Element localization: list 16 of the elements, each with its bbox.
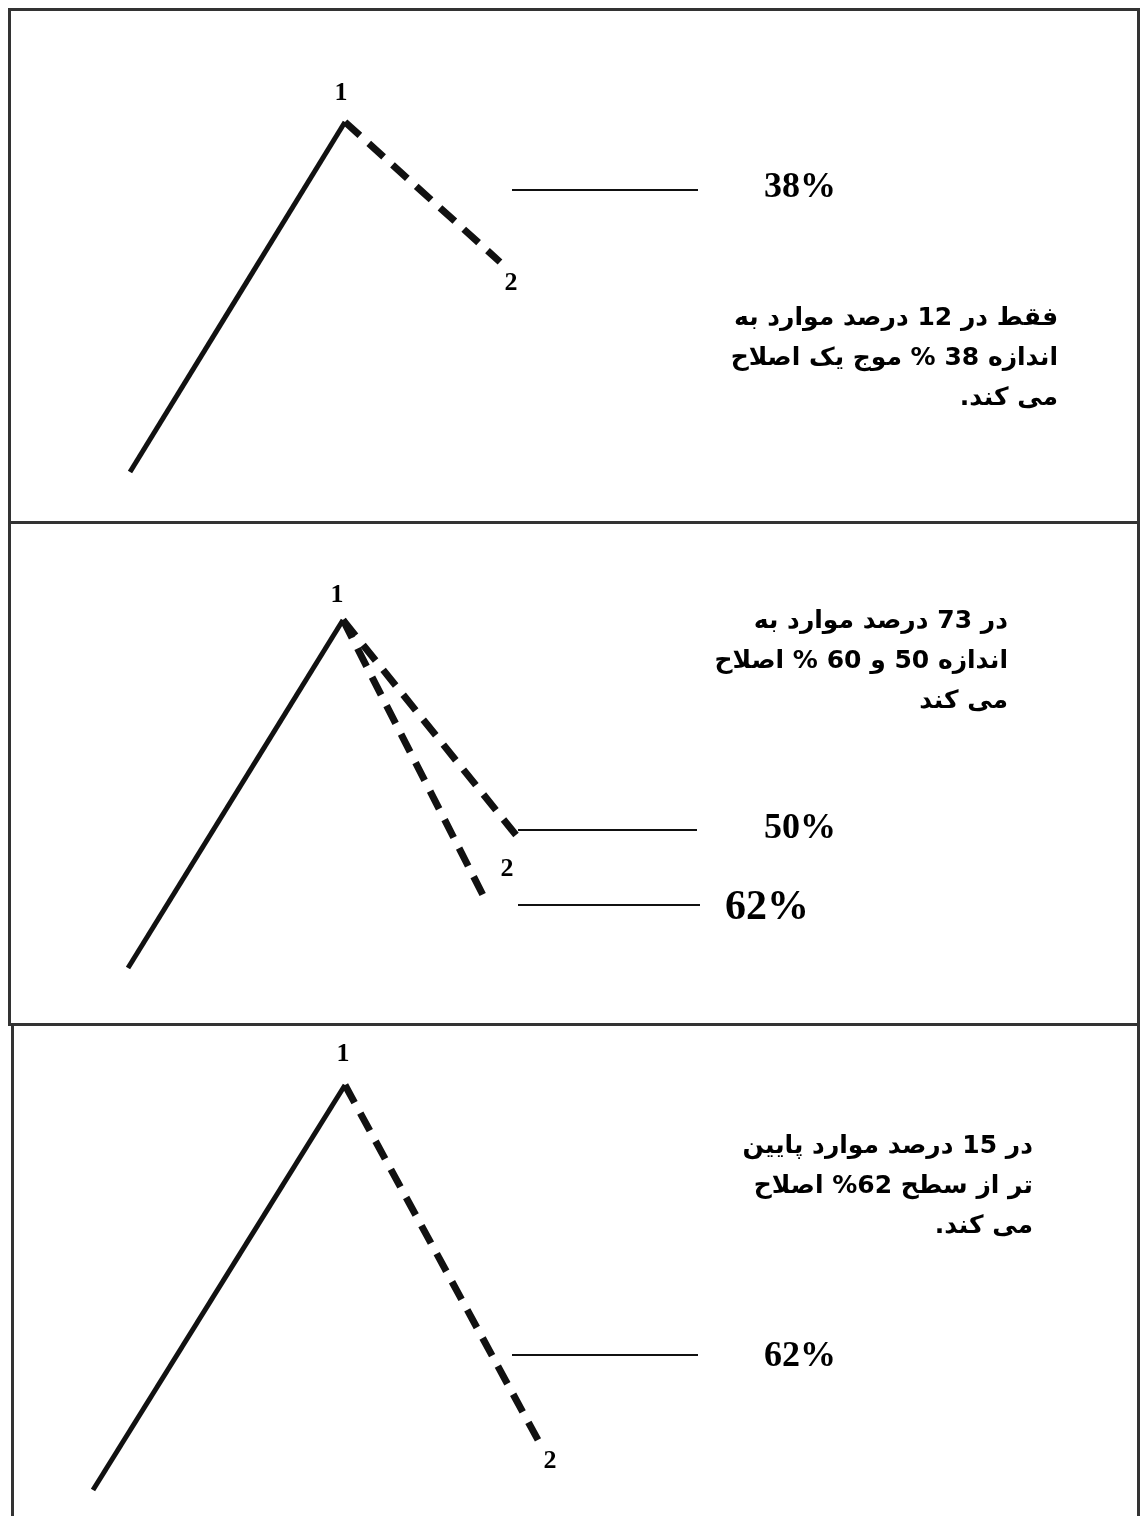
level-label: 38% <box>764 167 836 203</box>
point-number: 1 <box>336 1040 350 1066</box>
panel-box <box>8 8 1140 524</box>
point-number: 2 <box>504 269 518 295</box>
panel-box <box>8 521 1140 1026</box>
point-number: 2 <box>543 1447 557 1473</box>
level-label: 62% <box>725 884 809 926</box>
panel-box <box>11 1023 1140 1516</box>
point-number: 1 <box>334 79 348 105</box>
note-text: فقط در 12 درصد موارد به اندازه 38 % موج یک اصلاح می کند. <box>729 301 1058 413</box>
level-label: 50% <box>764 808 836 844</box>
note-text: در 15 درصد موارد پایین تر از سطح 62% اصلاح می کند. <box>741 1129 1033 1241</box>
point-number: 2 <box>500 855 514 881</box>
level-label: 62% <box>764 1336 836 1372</box>
point-number: 1 <box>330 581 344 607</box>
note-text: در 73 درصد موارد به اندازه 50 و 60 % اصلاح می کند <box>713 604 1008 716</box>
